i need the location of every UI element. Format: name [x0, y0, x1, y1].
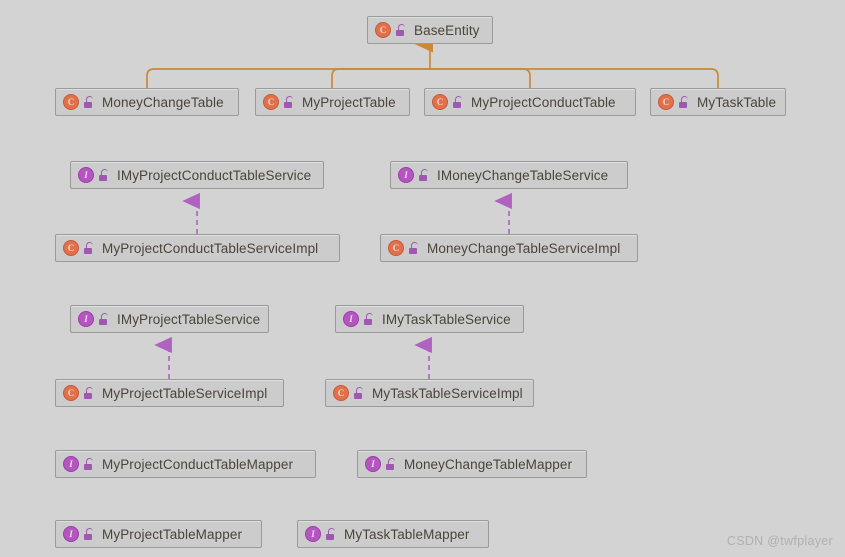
lock-icon [678, 96, 689, 108]
lock-icon [83, 458, 94, 470]
uml-node-label: MoneyChangeTableMapper [404, 456, 573, 472]
lock-icon [452, 96, 463, 108]
edge-myprojecttable-baseentity [331, 68, 431, 89]
class-icon: C [63, 240, 79, 256]
uml-node-label: MyProjectTableServiceImpl [102, 385, 268, 401]
realization-edges [154, 192, 512, 379]
class-icon: C [375, 22, 391, 38]
uml-node-MyProjectConductTableMapper[interactable]: I MyProjectConductTableMapper [55, 450, 316, 478]
class-icon: C [263, 94, 279, 110]
uml-node-label: MyProjectConductTableMapper [102, 456, 294, 472]
lock-icon [83, 528, 94, 540]
uml-node-label: IMoneyChangeTableService [437, 167, 609, 183]
uml-node-BaseEntity[interactable]: C BaseEntity [367, 16, 493, 44]
lock-icon [98, 313, 109, 325]
lock-icon [325, 528, 336, 540]
uml-node-label: MyTaskTableMapper [344, 526, 470, 542]
class-icon: C [388, 240, 404, 256]
uml-node-label: MoneyChangeTableServiceImpl [427, 240, 621, 256]
interface-icon: I [365, 456, 381, 472]
uml-node-MyTaskTable[interactable]: C MyTaskTable [650, 88, 786, 116]
class-icon: C [658, 94, 674, 110]
uml-node-MyProjectConductTableServiceImpl[interactable]: C MyProjectConductTableServiceImpl [55, 234, 340, 262]
uml-node-IMoneyChangeTableService[interactable]: I IMoneyChangeTableService [390, 161, 628, 189]
edge-mytasktable-baseentity [429, 68, 719, 89]
interface-icon: I [343, 311, 359, 327]
uml-node-MyTaskTableServiceImpl[interactable]: C MyTaskTableServiceImpl [325, 379, 534, 407]
uml-node-MyTaskTableMapper[interactable]: I MyTaskTableMapper [297, 520, 489, 548]
lock-icon [408, 242, 419, 254]
interface-icon: I [398, 167, 414, 183]
uml-node-MoneyChangeTableMapper[interactable]: I MoneyChangeTableMapper [357, 450, 587, 478]
uml-node-MoneyChangeTableServiceImpl[interactable]: C MoneyChangeTableServiceImpl [380, 234, 638, 262]
class-icon: C [432, 94, 448, 110]
uml-node-label: MyProjectTable [302, 94, 396, 110]
class-icon: C [63, 94, 79, 110]
uml-node-MyProjectConductTable[interactable]: C MyProjectConductTable [424, 88, 636, 116]
uml-node-MyProjectTable[interactable]: C MyProjectTable [255, 88, 410, 116]
interface-icon: I [63, 526, 79, 542]
lock-icon [83, 242, 94, 254]
uml-node-label: MoneyChangeTable [102, 94, 224, 110]
interface-icon: I [78, 311, 94, 327]
lock-icon [418, 169, 429, 181]
uml-node-label: IMyTaskTableService [382, 311, 511, 327]
uml-node-label: IMyProjectConductTableService [117, 167, 312, 183]
uml-node-IMyProjectConductTableService[interactable]: I IMyProjectConductTableService [70, 161, 324, 189]
lock-icon [385, 458, 396, 470]
uml-node-label: MyProjectTableMapper [102, 526, 243, 542]
uml-node-label: IMyProjectTableService [117, 311, 261, 327]
uml-node-label: MyTaskTableServiceImpl [372, 385, 523, 401]
uml-node-MyProjectTableMapper[interactable]: I MyProjectTableMapper [55, 520, 262, 548]
uml-node-MoneyChangeTable[interactable]: C MoneyChangeTable [55, 88, 239, 116]
uml-node-label: MyTaskTable [697, 94, 777, 110]
lock-icon [283, 96, 294, 108]
uml-node-label: MyProjectConductTable [471, 94, 616, 110]
uml-node-IMyTaskTableService[interactable]: I IMyTaskTableService [335, 305, 524, 333]
interface-icon: I [63, 456, 79, 472]
uml-node-label: MyProjectConductTableServiceImpl [102, 240, 319, 256]
lock-icon [353, 387, 364, 399]
lock-icon [363, 313, 374, 325]
inheritance-edges [146, 35, 719, 89]
class-icon: C [333, 385, 349, 401]
lock-icon [395, 24, 406, 36]
lock-icon [98, 169, 109, 181]
class-icon: C [63, 385, 79, 401]
interface-icon: I [305, 526, 321, 542]
uml-node-IMyProjectTableService[interactable]: I IMyProjectTableService [70, 305, 269, 333]
uml-node-MyProjectTableServiceImpl[interactable]: C MyProjectTableServiceImpl [55, 379, 284, 407]
lock-icon [83, 387, 94, 399]
watermark: CSDN @twfplayer [726, 534, 833, 548]
uml-node-label: BaseEntity [414, 22, 480, 38]
interface-icon: I [78, 167, 94, 183]
edge-moneychangetable-baseentity [146, 68, 431, 89]
lock-icon [83, 96, 94, 108]
edge-myprojectconducttable-baseentity [429, 68, 531, 89]
